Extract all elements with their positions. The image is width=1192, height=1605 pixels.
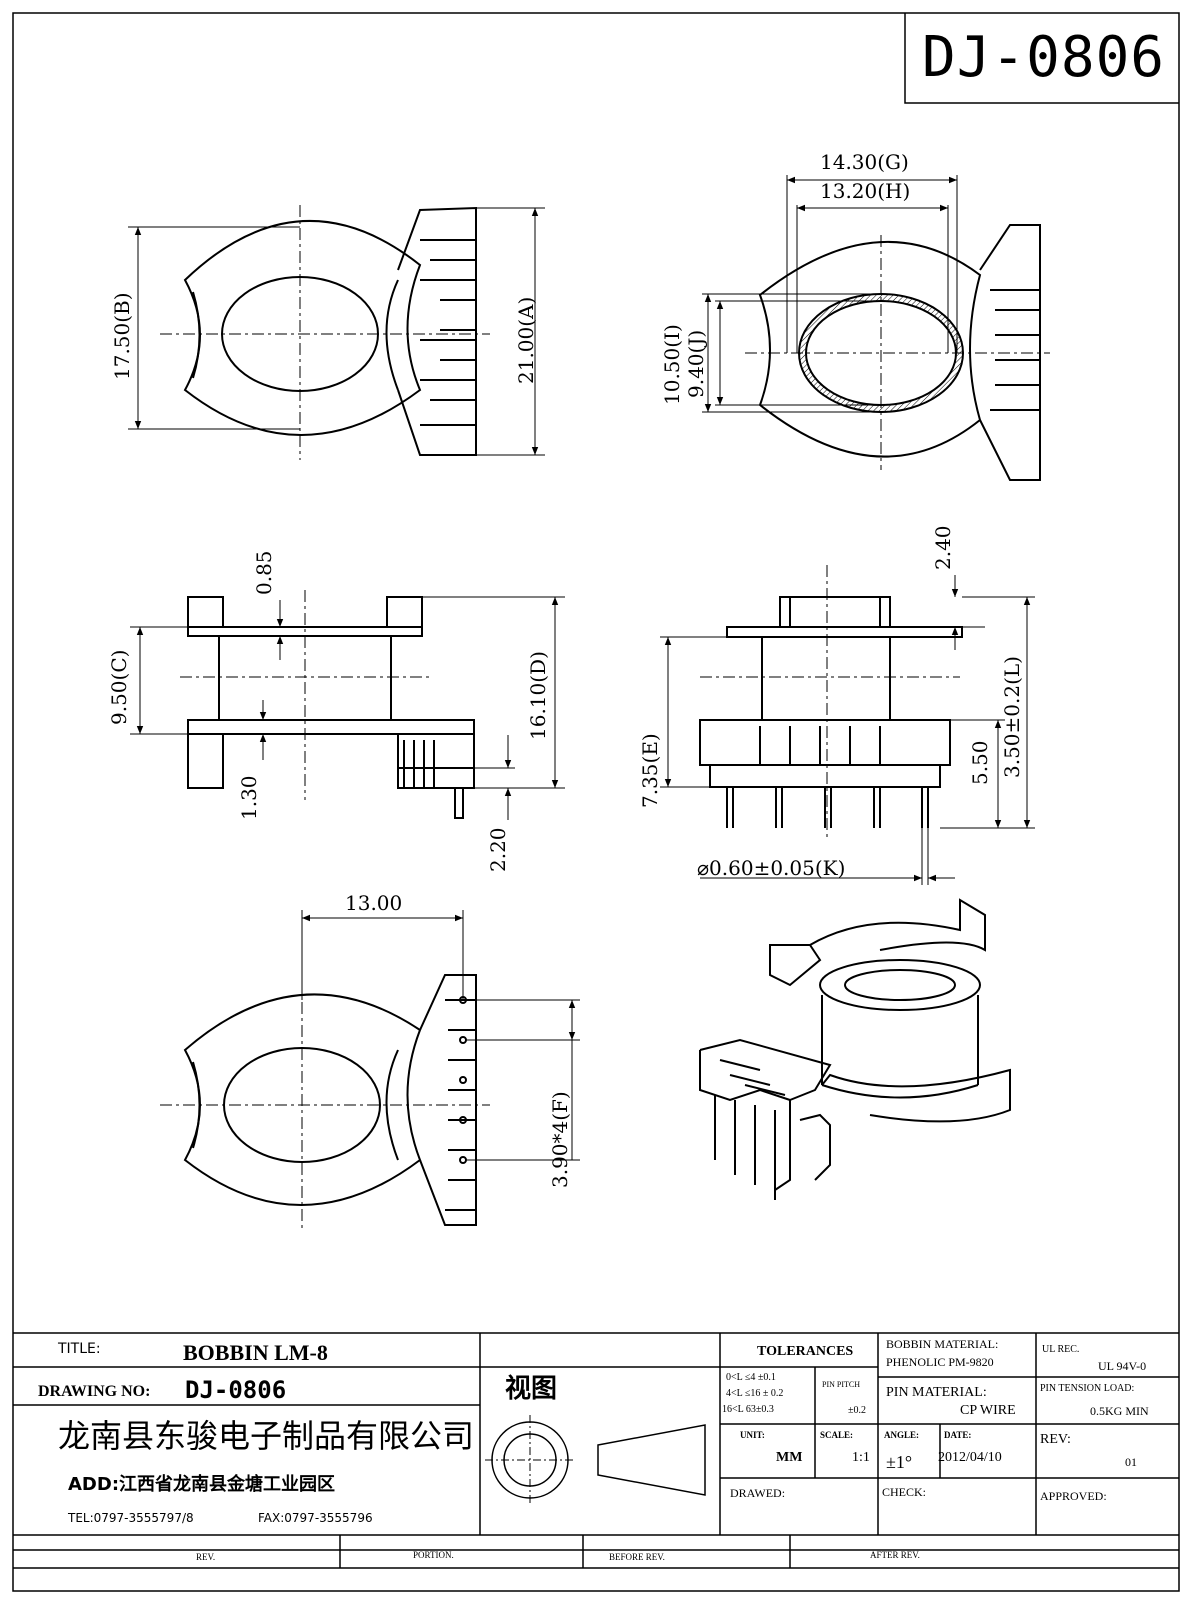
isometric-view [699, 898, 1011, 1200]
ul-label: UL REC. [1042, 1344, 1080, 1355]
scale-value: 1:1 [852, 1450, 870, 1465]
drawing-code: DJ-0806 [922, 25, 1166, 90]
dim-5-50: 5.50 [968, 740, 992, 785]
pin-tension-label: PIN TENSION LOAD: [1040, 1383, 1135, 1394]
dim-0-85: 0.85 [252, 550, 276, 595]
side-view-right [699, 596, 963, 828]
dims-view3 [130, 596, 565, 820]
rev-column: REV. [196, 1552, 216, 1562]
dim-13-00: 13.00 [345, 891, 403, 915]
company-fax: FAX:0797-3555796 [258, 1511, 373, 1525]
dim-h: 13.20(H) [820, 179, 911, 203]
unit-label: UNIT: [740, 1430, 765, 1440]
pin-tension-value: 0.5KG MIN [1090, 1404, 1149, 1418]
rev-label: REV: [1040, 1432, 1071, 1447]
angle-label: ANGLE: [884, 1430, 920, 1440]
dim-b: 17.50(B) [110, 292, 134, 380]
ul-value: UL 94V-0 [1098, 1359, 1147, 1373]
centerlines-view3 [180, 590, 430, 800]
drawing-no-value: DJ-0806 [185, 1376, 287, 1404]
title-label: TITLE: [58, 1341, 101, 1357]
before-rev-column: BEFORE REV. [609, 1552, 665, 1562]
angle-value: ±1° [886, 1452, 913, 1472]
tolerances-label: TOLERANCES [757, 1344, 854, 1359]
view-label: 视图 [505, 1374, 558, 1404]
dim-2-40: 2.40 [931, 525, 955, 570]
dim-j: 9.40(J) [684, 329, 708, 398]
after-rev-column: AFTER REV. [870, 1550, 920, 1560]
check-label: CHECK: [882, 1485, 927, 1499]
centerlines-view1 [160, 205, 490, 460]
bobbin-material-value: PHENOLIC PM-9820 [886, 1355, 994, 1369]
rev-value: 01 [1125, 1455, 1137, 1469]
approved-label: APPROVED: [1040, 1489, 1107, 1503]
dims-view5 [301, 910, 580, 1161]
dim-1-30: 1.30 [237, 775, 261, 820]
projection-symbol [485, 1415, 706, 1505]
date-label: DATE: [944, 1430, 972, 1440]
dim-i: 10.50(I) [660, 324, 684, 405]
centerlines-view2 [745, 235, 1050, 470]
scale-label: SCALE: [820, 1430, 854, 1440]
date-value: 2012/04/10 [938, 1450, 1002, 1465]
pin-pitch-value: ±0.2 [848, 1405, 866, 1416]
dim-a: 21.00(A) [514, 296, 538, 384]
pin-pitch-label: PIN PITCH [822, 1380, 861, 1389]
company-address: ADD:江西省龙南县金塘工业园区 [68, 1474, 336, 1495]
title-block-grid [13, 1332, 1179, 1569]
portion-column: PORTION. [413, 1550, 454, 1560]
centerlines-view5 [160, 910, 490, 1230]
pin-material-label: PIN MATERIAL: [886, 1385, 987, 1400]
dim-c: 9.50(C) [107, 649, 131, 725]
dims-view1 [128, 207, 545, 456]
dim-g: 14.30(G) [820, 150, 909, 174]
side-view-left [187, 596, 475, 819]
bobbin-material-label: BOBBIN MATERIAL: [886, 1337, 999, 1351]
drawed-label: DRAWED: [730, 1486, 786, 1500]
company-tel: TEL:0797-3555797/8 [68, 1511, 194, 1525]
dims-view4 [660, 575, 1035, 885]
tolerance-2: 4<L ≤16 ± 0.2 [726, 1388, 784, 1399]
dim-2-20: 2.20 [486, 827, 510, 872]
bottom-view [183, 974, 477, 1226]
dim-k: ⌀0.60±0.05(K) [697, 856, 846, 880]
dim-l: 3.50±0.2(L) [1000, 656, 1024, 778]
dims-view2 [702, 175, 958, 413]
company-name: 龙南县东骏电子制品有限公司 [58, 1417, 475, 1455]
pin-material-value: CP WIRE [960, 1403, 1016, 1418]
code-box [904, 13, 1179, 104]
top-view-left [183, 206, 477, 456]
dim-d: 16.10(D) [526, 651, 550, 740]
tolerance-3: 16<L 63±0.3 [722, 1404, 774, 1415]
dim-f: 3.90*4(F) [548, 1091, 572, 1188]
unit-value: MM [776, 1450, 803, 1465]
sheet-border [12, 12, 1180, 1592]
tolerance-1: 0<L ≤4 ±0.1 [726, 1372, 776, 1383]
title-value: BOBBIN LM-8 [183, 1340, 328, 1365]
dim-e: 7.35(E) [638, 733, 662, 808]
centerlines-view4 [700, 565, 960, 840]
drawing-no-label: DRAWING NO: [38, 1383, 151, 1400]
